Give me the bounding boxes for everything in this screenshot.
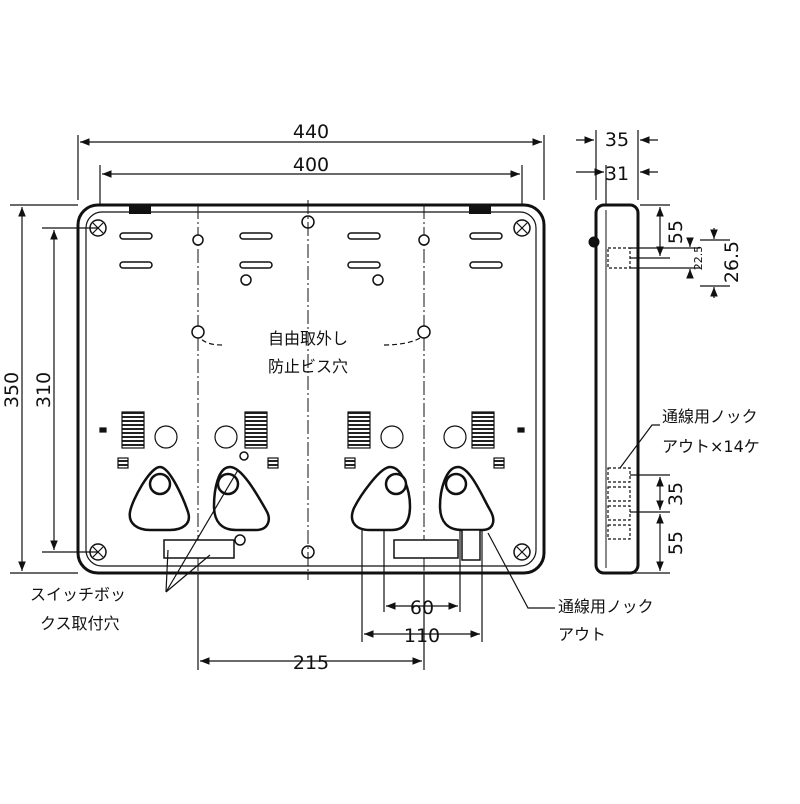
knockout-label-line1: 通線用ノック [558,597,654,616]
knockout14-label-line2: アウト×14ケ [662,437,760,456]
top-tab-right [469,206,491,214]
dim-inner-width: 400 [293,154,329,176]
dim-22-5: 22.5 [692,246,705,271]
dim-side-55: 55 [665,531,687,555]
top-slots [119,232,503,286]
dimension-lines [10,135,545,670]
front-view [76,203,546,575]
switchbox-label-line1: スイッチボッ [30,585,126,604]
triangular-knockouts [128,465,495,532]
dim-overall-width: 440 [293,121,329,143]
terminal-groups [99,411,525,469]
top-tab-left [129,206,151,214]
screw-hole-label-line1: 自由取外し [268,329,348,348]
dim-215: 215 [293,652,329,674]
dim-depth-outer: 35 [605,129,629,151]
panel-inner-border [85,211,537,567]
dim-60: 60 [410,597,434,619]
anti-removal-screw-holes [191,234,431,339]
switch-box-area [163,451,481,561]
side-panel [594,203,640,575]
knockout-shape [128,465,191,532]
dim-overall-height: 350 [1,372,23,408]
dim-26-5: 26.5 [721,241,743,283]
dim-inner-height: 310 [33,372,55,408]
dim-top-55: 55 [665,220,687,244]
side-view [588,203,640,575]
dim-depth-inner: 31 [605,163,629,185]
dim-110: 110 [404,625,440,647]
knockout-label-line2: アウト [558,625,606,644]
knockout14-label-line1: 通線用ノック [662,407,758,426]
dim-side-35: 35 [665,482,687,506]
center-lines [197,200,425,580]
panel-outline [76,203,546,575]
screw-hole-label-line2: 防止ビス穴 [268,357,348,376]
switchbox-label-line2: クス取付穴 [40,614,120,633]
